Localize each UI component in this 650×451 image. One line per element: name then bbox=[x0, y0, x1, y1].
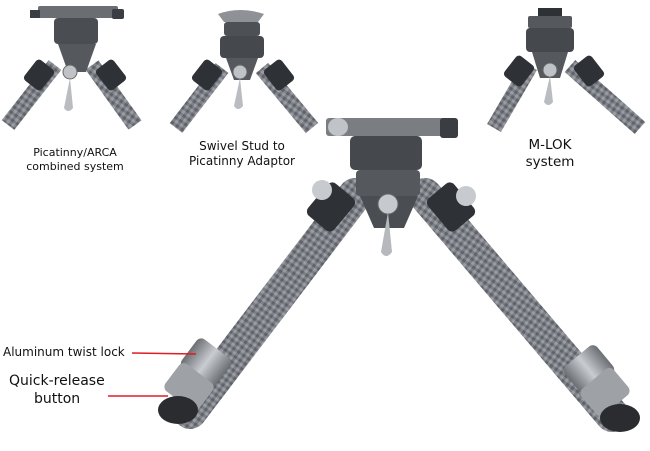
label-line: Quick-release bbox=[9, 373, 105, 389]
thumbnail-mlok bbox=[487, 8, 646, 134]
caption-picatinny-arca: Picatinny/ARCA combined system bbox=[10, 146, 140, 174]
caption-line: Picatinny Adaptor bbox=[189, 154, 295, 168]
caption-swivel-stud: Swivel Stud to Picatinny Adaptor bbox=[172, 139, 312, 169]
label-twist-lock: Aluminum twist lock bbox=[3, 345, 125, 359]
label-line: button bbox=[34, 390, 81, 407]
twist-lock-callout-line bbox=[131, 352, 197, 355]
caption-line: combined system bbox=[26, 159, 124, 173]
thumbnail-picatinny-arca bbox=[1, 6, 142, 130]
right-foot bbox=[563, 345, 640, 432]
caption-line: system bbox=[525, 153, 575, 170]
label-quick-release: Quick-release button bbox=[9, 373, 105, 408]
main-bipod bbox=[158, 118, 640, 432]
caption-mlok: M-LOK system bbox=[500, 137, 600, 171]
caption-line: M-LOK bbox=[528, 137, 572, 153]
caption-line: Picatinny/ARCA bbox=[33, 146, 117, 159]
caption-line: Swivel Stud to bbox=[199, 139, 285, 153]
left-foot bbox=[158, 338, 232, 424]
thumbnail-swivel-stud bbox=[169, 10, 319, 134]
